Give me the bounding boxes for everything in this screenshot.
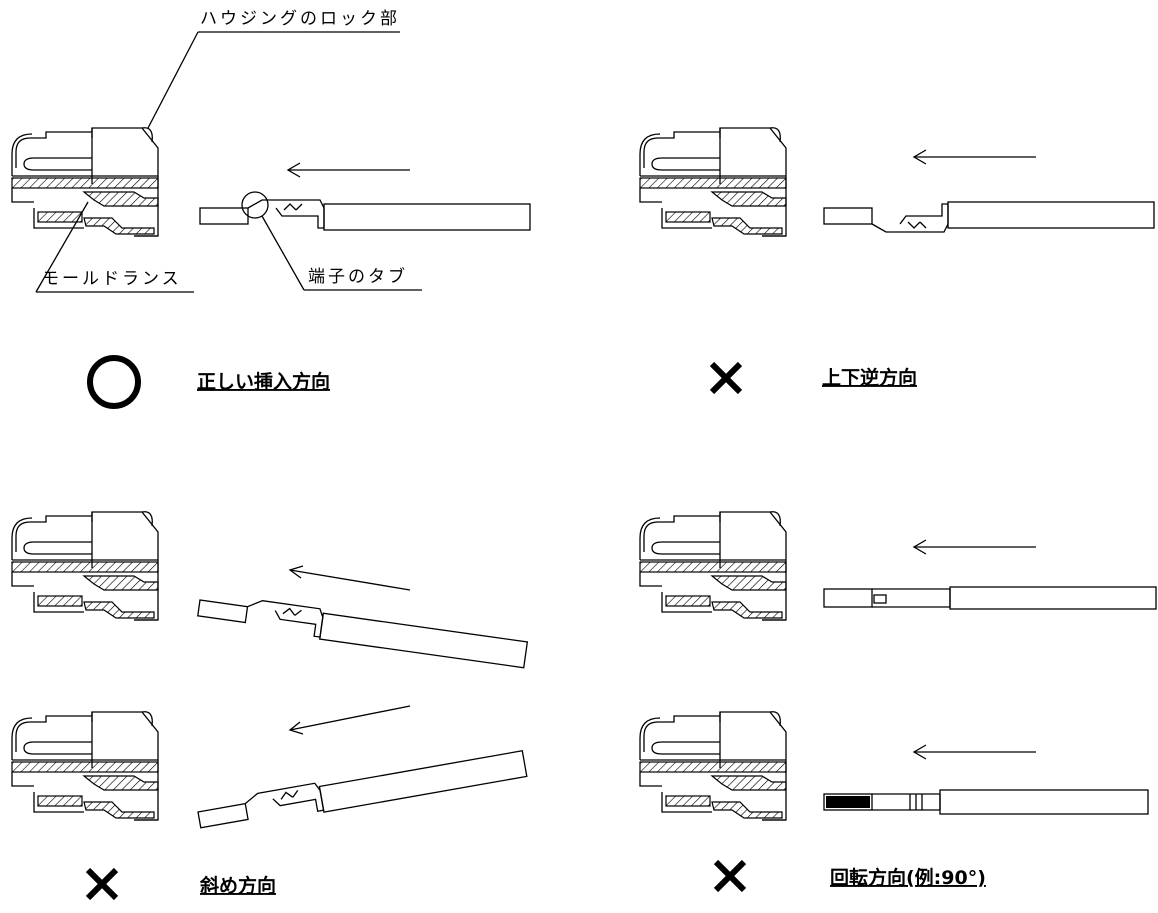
tab-callout-circle (241, 191, 269, 219)
terminal-rotated-side (823, 586, 1157, 610)
panel-correct: ハウジングのロック部 モールドランス 端子のタブ 正しい挿入方向 (11, 9, 531, 409)
housing-symbol (11, 511, 159, 621)
terminal-flipped (823, 201, 1155, 233)
mold-lance-label: モールドランス (42, 269, 182, 289)
panel-upside-down: 上下逆方向 (639, 127, 1155, 395)
caption-oblique: 斜め方向 (199, 874, 276, 897)
circle-ok-icon (87, 355, 141, 409)
cross-ng-icon (713, 859, 747, 893)
terminal-rotated-top (823, 789, 1149, 815)
housing-symbol (11, 127, 159, 237)
caption-rotated: 回転方向(例:90°) (830, 866, 986, 889)
cross-ng-icon (709, 361, 743, 395)
terminal (199, 199, 531, 231)
insert-arrow (289, 569, 411, 591)
terminal-tilted-down (196, 591, 529, 669)
housing-symbol (639, 711, 787, 821)
terminal-tilted-up (195, 746, 528, 835)
cross-ng-icon (85, 867, 119, 901)
caption-correct: 正しい挿入方向 (197, 370, 330, 393)
terminal-tab-label: 端子のタブ (308, 266, 408, 287)
insert-arrow (289, 705, 411, 731)
panel-oblique: 斜め方向 (11, 511, 529, 901)
housing-symbol (11, 711, 159, 821)
housing-symbol (639, 511, 787, 621)
housing-lock-label: ハウジングのロック部 (200, 9, 400, 29)
panel-rotated: 回転方向(例:90°) (639, 511, 1157, 893)
caption-upside-down: 上下逆方向 (822, 366, 917, 389)
housing-symbol (639, 127, 787, 237)
